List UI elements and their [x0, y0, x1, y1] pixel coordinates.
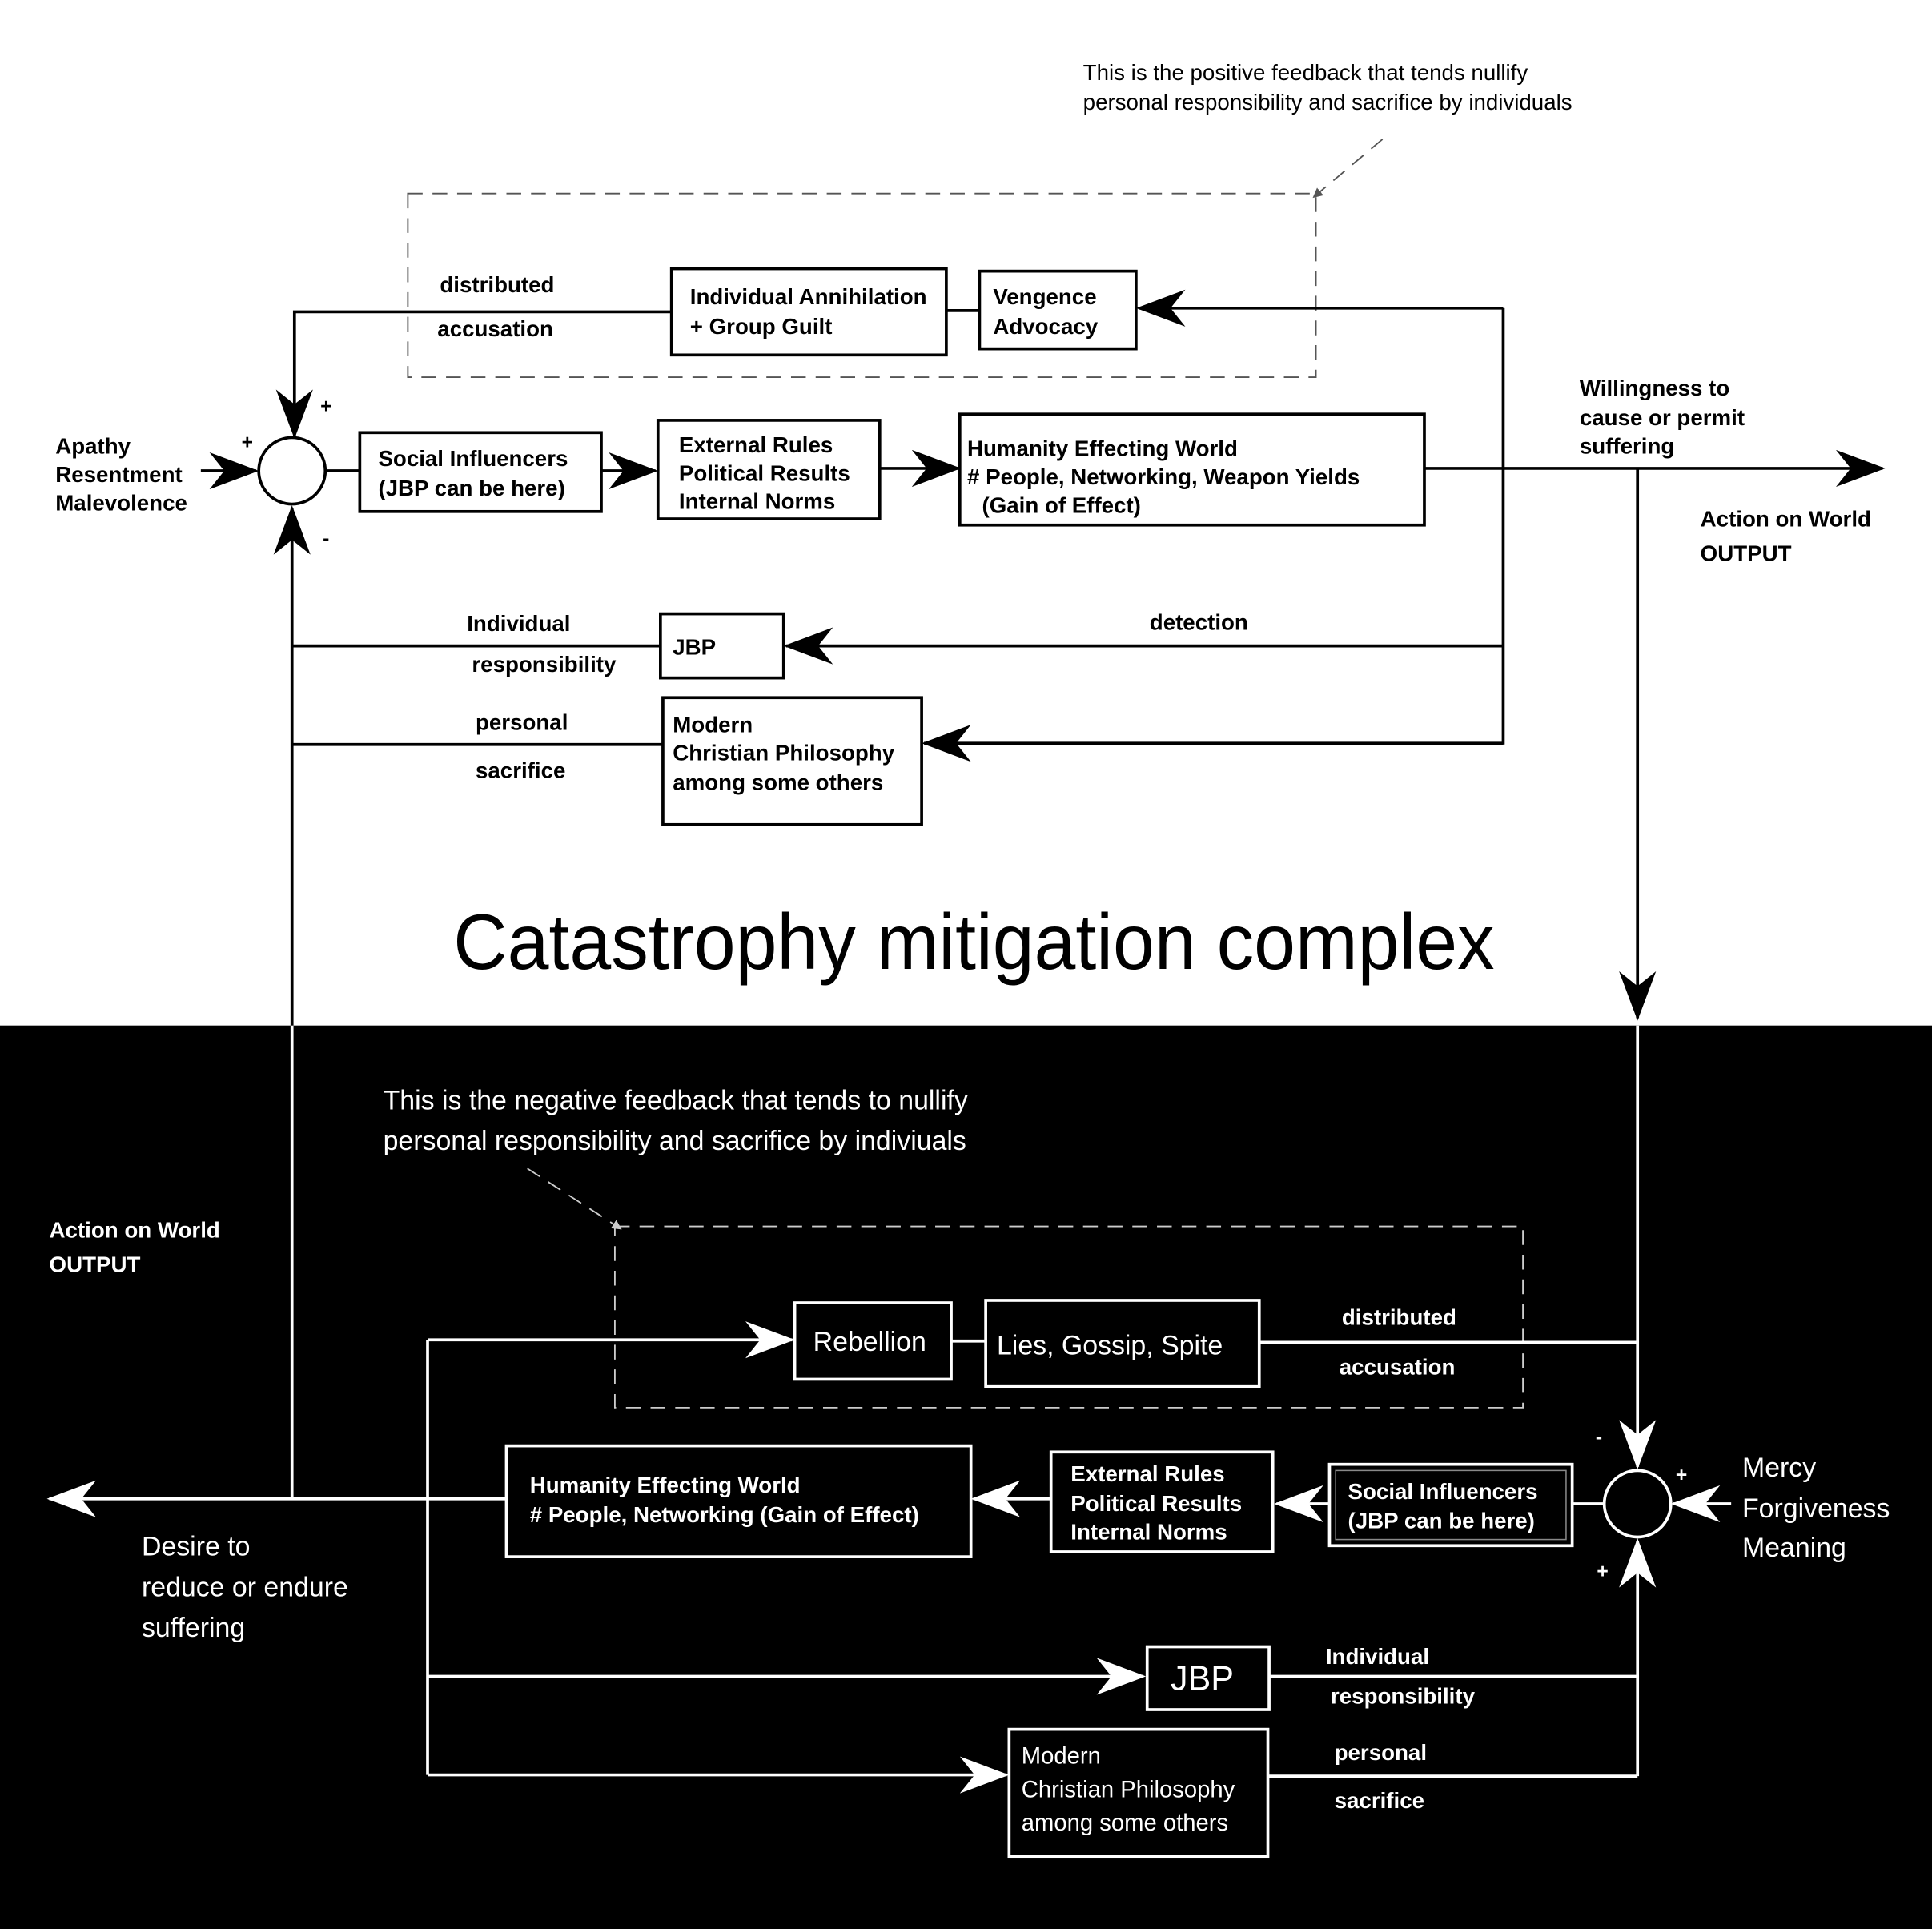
external-rules-box-bottom: [1049, 1450, 1275, 1553]
summing-junction-bottom: [1602, 1469, 1673, 1539]
humanity-effecting-world-box: [958, 412, 1426, 527]
willingness-label: Willingness to cause or permit suffering: [1580, 376, 1751, 458]
responsibility-label: responsibility: [472, 652, 617, 677]
social-influencers-inner-border: [1335, 1469, 1567, 1541]
summing-junction: [257, 436, 327, 506]
sacrifice-label-bottom: sacrifice: [1335, 1788, 1424, 1813]
christian-philosophy-text: Modern Christian Philosophy among some o…: [673, 712, 901, 794]
external-rules-text-bottom: External Rules Political Results Interna…: [1070, 1461, 1248, 1544]
individual-label-bottom: Individual: [1326, 1644, 1429, 1669]
humanity-effecting-world-text-bottom: Humanity Effecting World # People, Netwo…: [530, 1473, 919, 1527]
sign-top: +: [320, 396, 331, 418]
distributed-accusation-arrow: [275, 310, 672, 439]
desire-label: Desire to reduce or endure suffering: [142, 1532, 355, 1644]
jbp-text-bottom: JBP: [1171, 1659, 1234, 1698]
detection-label: detection: [1150, 610, 1248, 635]
annotation-pointer-bottom: [527, 1167, 622, 1230]
christian-philosophy-text-bottom: Modern Christian Philosophy among some o…: [1022, 1744, 1242, 1836]
christian-philosophy-box: [661, 696, 923, 826]
social-influencers-box-bottom: [1327, 1462, 1574, 1548]
accusation-label: accusation: [437, 316, 553, 341]
humanity-effecting-world-text: Humanity Effecting World # People, Netwo…: [967, 436, 1366, 518]
negative-feedback-group: [613, 1225, 1524, 1409]
annotation-pointer: [1312, 139, 1384, 199]
diagram-title: Catastrophy mitigation complex: [453, 898, 1494, 986]
top-annotation: This is the positive feedback that tends…: [1083, 60, 1573, 115]
rebellion-box: [793, 1301, 953, 1381]
distributed-label-bottom: distributed: [1342, 1305, 1456, 1330]
social-influencers-text-bottom: Social Influencers (JBP can be here): [1348, 1479, 1544, 1533]
sign-top-bottom: -: [1596, 1427, 1602, 1449]
sacrifice-label: sacrifice: [476, 758, 565, 782]
sign-bottom: -: [323, 528, 329, 549]
individual-annihilation-box: [669, 267, 948, 357]
responsibility-label-bottom: responsibility: [1331, 1683, 1476, 1708]
social-influencers-box: [358, 431, 603, 513]
top-loop: This is the positive feedback that tends…: [55, 60, 1886, 1026]
individual-annihilation-text: Individual Annihilation + Group Guilt: [690, 284, 934, 339]
individual-label: Individual: [467, 611, 570, 636]
lies-gossip-spite-box: [984, 1299, 1261, 1388]
vengence-advocacy-box: [978, 269, 1138, 351]
sign-input-bottom: +: [1676, 1465, 1687, 1486]
action-on-world-label: Action on World OUTPUT: [1701, 506, 1878, 565]
accusation-label-bottom: accusation: [1340, 1354, 1456, 1379]
social-influencers-text: Social Influencers (JBP can be here): [378, 446, 574, 500]
christian-philosophy-box-bottom: [1007, 1727, 1270, 1859]
vengence-advocacy-text: Vengence Advocacy: [993, 284, 1103, 339]
distributed-label: distributed: [440, 272, 554, 297]
jbp-text: JBP: [673, 634, 716, 659]
bottom-annotation: This is the negative feedback that tends…: [384, 1085, 976, 1156]
bottom-loop: This is the negative feedback that tends…: [46, 1025, 1898, 1859]
mercy-inputs: Mercy Forgiveness Meaning: [1742, 1453, 1898, 1563]
disturbance-inputs: Apathy Resentment Malevolence: [55, 433, 188, 515]
sign-bottom-bottom: +: [1597, 1561, 1608, 1582]
lies-gossip-spite-text: Lies, Gossip, Spite: [997, 1331, 1223, 1361]
positive-feedback-group: [407, 192, 1317, 378]
external-rules-box: [656, 419, 882, 520]
rebellion-text: Rebellion: [813, 1327, 926, 1357]
external-rules-text: External Rules Political Results Interna…: [679, 432, 857, 514]
sign-input: +: [242, 432, 253, 453]
personal-label-bottom: personal: [1335, 1740, 1427, 1765]
jbp-box-bottom: [1145, 1645, 1271, 1711]
personal-label: personal: [476, 709, 568, 734]
humanity-effecting-world-box-bottom: [504, 1444, 973, 1558]
action-on-world-label-bottom: Action on World OUTPUT: [50, 1217, 227, 1276]
